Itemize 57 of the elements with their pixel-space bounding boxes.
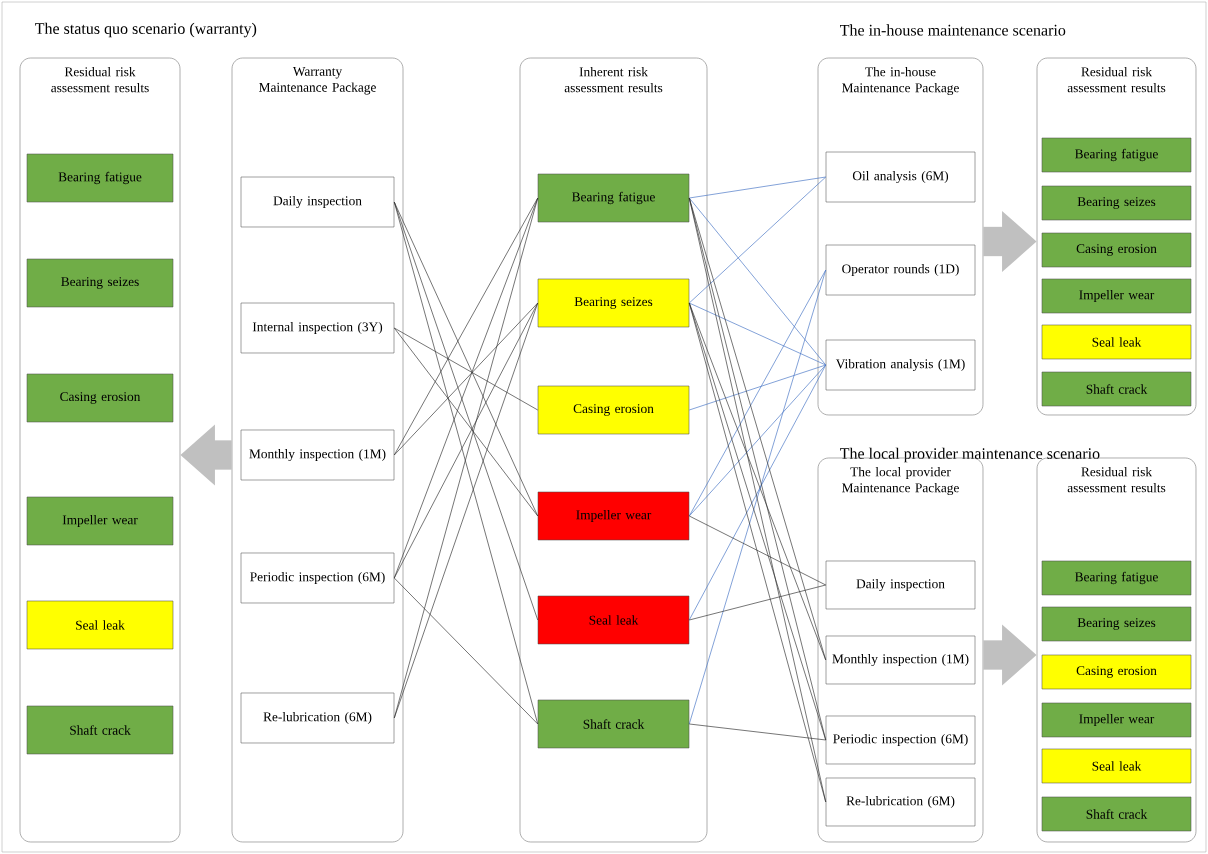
task-box: Operator rounds (1D) <box>825 244 976 296</box>
risk-box: Casing erosion <box>1041 654 1192 690</box>
task-box: Re-lubrication (6M) <box>825 777 976 827</box>
risk-box: Impeller wear <box>1041 278 1192 314</box>
connector-line <box>688 197 827 366</box>
task-box: Periodic inspection (6M) <box>825 715 976 765</box>
task-box: Daily inspection <box>825 560 976 610</box>
scenario-title: The in-house maintenance scenario <box>840 24 1066 36</box>
connector-line <box>393 201 539 517</box>
connector-line <box>393 577 539 725</box>
connector-line <box>688 176 827 304</box>
task-box: Re-lubrication (6M) <box>240 692 395 744</box>
risk-box: Bearing fatigue <box>537 173 690 223</box>
task-box: Oil analysis (6M) <box>825 151 976 203</box>
risk-box: Bearing fatigue <box>1041 137 1192 173</box>
risk-box: Shaft crack <box>1041 371 1192 407</box>
risk-box: Impeller wear <box>26 496 174 546</box>
connector-line <box>393 302 539 719</box>
connector-line <box>393 327 539 411</box>
task-box: Vibration analysis (1M) <box>825 339 976 391</box>
task-box: Periodic inspection (6M) <box>240 552 395 604</box>
connector-line <box>688 269 827 517</box>
risk-box: Shaft crack <box>26 705 174 755</box>
risk-box: Bearing seizes <box>1041 185 1192 221</box>
risk-box: Bearing seizes <box>537 278 690 328</box>
connector-line <box>393 302 539 456</box>
risk-box: Bearing fatigue <box>26 153 174 203</box>
risk-box: Seal leak <box>1041 324 1192 360</box>
task-box: Monthly inspection (1M) <box>825 635 976 685</box>
connector-line <box>688 723 827 741</box>
connector-line <box>688 176 827 199</box>
risk-box: Casing erosion <box>26 373 174 423</box>
task-box: Monthly inspection (1M) <box>240 429 395 481</box>
connector-line <box>688 364 827 621</box>
connector-line <box>688 302 827 661</box>
risk-box: Bearing seizes <box>1041 606 1192 642</box>
risk-box: Casing erosion <box>1041 232 1192 268</box>
task-box: Daily inspection <box>240 176 395 228</box>
risk-box: Seal leak <box>1041 748 1192 784</box>
risk-box: Seal leak <box>26 600 174 650</box>
connector-line <box>393 327 539 517</box>
risk-box: Shaft crack <box>1041 796 1192 832</box>
task-box: Internal inspection (3Y) <box>240 302 395 354</box>
connector-line <box>688 364 827 411</box>
risk-box: Seal leak <box>537 595 690 645</box>
risk-box: Casing erosion <box>537 385 690 435</box>
connector-line <box>393 302 539 579</box>
risk-box: Shaft crack <box>537 699 690 749</box>
risk-box: Impeller wear <box>1041 702 1192 738</box>
connector-line <box>688 584 827 621</box>
connector-line <box>688 302 827 366</box>
risk-box: Bearing fatigue <box>1041 560 1192 596</box>
connector-line <box>688 515 827 586</box>
risk-box: Impeller wear <box>537 491 690 541</box>
scenario-title: The status quo scenario (warranty) <box>35 22 257 38</box>
risk-box: Bearing seizes <box>26 258 174 308</box>
connector-line <box>688 364 827 517</box>
